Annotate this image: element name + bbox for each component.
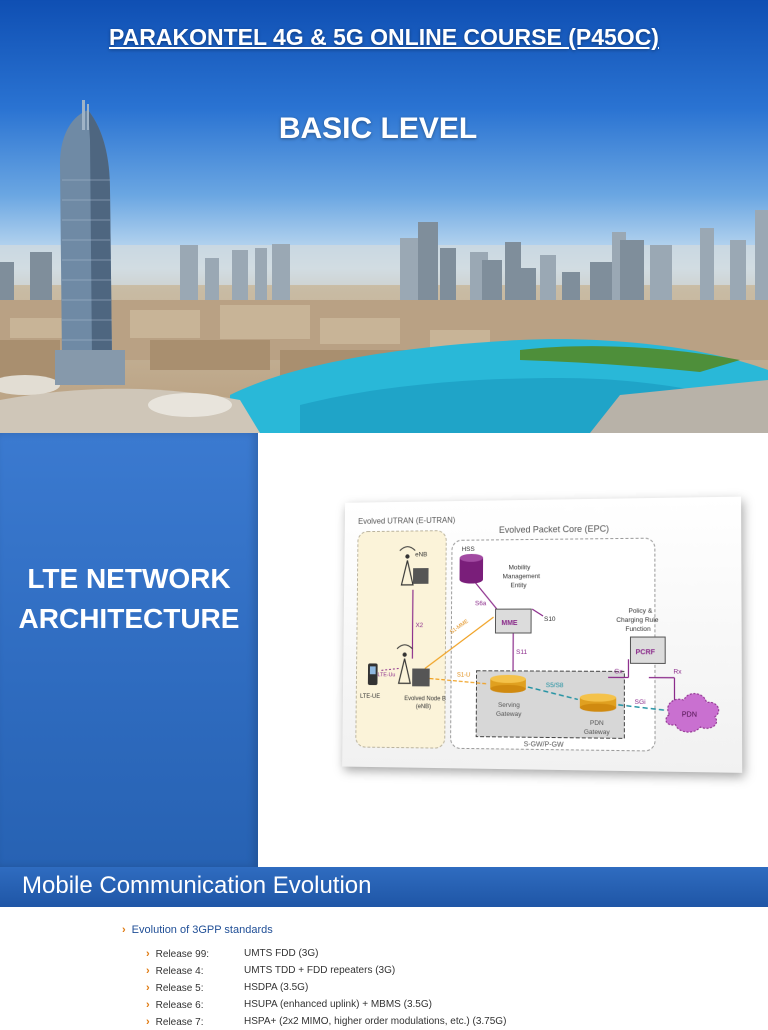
gw-group-label: S-GW/P-GW bbox=[524, 741, 565, 749]
lte-architecture-title: LTE NETWORK ARCHITECTURE bbox=[0, 559, 258, 639]
ue-screen bbox=[370, 666, 376, 674]
release-desc: UMTS TDD + FDD repeaters (3G) bbox=[244, 965, 395, 976]
course-title: PARAKONTEL 4G & 5G ONLINE COURSE (P45OC) bbox=[0, 24, 768, 51]
evolution-header-bar: Mobile Communication Evolution bbox=[0, 867, 768, 907]
s11-label: S11 bbox=[516, 649, 527, 656]
release-name: Release 7: bbox=[156, 1017, 204, 1028]
release-desc: HSUPA (enhanced uplink) + MBMS (3.5G) bbox=[244, 999, 432, 1010]
lte-uu-label: LTE-Uu bbox=[378, 672, 396, 678]
gx-label: Gx bbox=[614, 668, 623, 675]
sgw-label-1: Serving bbox=[498, 702, 520, 709]
pcrf-desc-2: Charging Rule bbox=[616, 617, 659, 624]
evolution-title: Mobile Communication Evolution bbox=[22, 872, 372, 900]
chevron-right-icon: › bbox=[146, 1016, 150, 1028]
sgw-label-2: Gateway bbox=[496, 711, 522, 718]
release-desc: HSPA+ (2x2 MIMO, higher order modulation… bbox=[244, 1016, 506, 1027]
level-title: BASIC LEVEL bbox=[0, 112, 756, 146]
chevron-right-icon: › bbox=[122, 924, 126, 936]
pcrf-desc-1: Policy & bbox=[628, 608, 653, 615]
city-skyline-image bbox=[0, 0, 768, 433]
release-name: Release 6: bbox=[156, 1000, 204, 1011]
serving-gateway-icon bbox=[490, 675, 526, 693]
rx-label: Rx bbox=[673, 668, 682, 675]
s6a-label: S6a bbox=[475, 600, 487, 607]
sgi-label: SGi bbox=[635, 699, 646, 706]
epc-label: Evolved Packet Core (EPC) bbox=[499, 523, 609, 534]
pgw-label-1: PDN bbox=[590, 720, 604, 727]
eutran-region bbox=[356, 531, 447, 749]
list-item: › Release 6: HSUPA (enhanced uplink) + MB… bbox=[146, 999, 746, 1013]
s1-u-label: S1-U bbox=[457, 673, 470, 679]
hero-banner: PARAKONTEL 4G & 5G ONLINE COURSE (P45OC)… bbox=[0, 0, 768, 433]
lte-diagram-area: Evolved UTRAN (E-UTRAN) Evolved Packet C… bbox=[258, 433, 768, 867]
eutran-label: Evolved UTRAN (E-UTRAN) bbox=[358, 516, 456, 526]
pdn-label: PDN bbox=[682, 711, 697, 718]
evolution-heading-text: Evolution of 3GPP standards bbox=[132, 924, 273, 936]
enb-desc-2: (eNB) bbox=[416, 704, 431, 710]
lte-title-line1: LTE NETWORK bbox=[0, 559, 258, 599]
evolution-heading: › Evolution of 3GPP standards bbox=[122, 924, 273, 936]
release-name: Release 4: bbox=[156, 966, 204, 977]
chevron-right-icon: › bbox=[146, 999, 150, 1011]
mme-desc-3: Entity bbox=[510, 582, 527, 589]
list-item: › Release 5: HSDPA (3.5G) bbox=[146, 982, 746, 996]
chevron-right-icon: › bbox=[146, 948, 150, 960]
list-item: › Release 4: UMTS TDD + FDD repeaters (3G… bbox=[146, 965, 746, 979]
enb-top-label: eNB bbox=[415, 551, 427, 558]
release-desc: UMTS FDD (3G) bbox=[244, 948, 318, 959]
s5s8-label: S5/S8 bbox=[546, 682, 564, 689]
diagram-canvas: Evolved UTRAN (E-UTRAN) Evolved Packet C… bbox=[342, 497, 742, 773]
lte-architecture-diagram: Evolved UTRAN (E-UTRAN) Evolved Packet C… bbox=[342, 497, 742, 773]
pcrf-desc-3: Function bbox=[625, 626, 651, 633]
pgw-label-2: Gateway bbox=[584, 729, 611, 737]
mme-label: MME bbox=[501, 620, 518, 627]
list-item: › Release 99: UMTS FDD (3G) bbox=[146, 948, 746, 962]
lte-title-panel: LTE NETWORK ARCHITECTURE bbox=[0, 433, 258, 867]
evolution-content: › Evolution of 3GPP standards › Release 99… bbox=[0, 907, 768, 1024]
hss-label: HSS bbox=[462, 546, 475, 553]
chevron-right-icon: › bbox=[146, 982, 150, 994]
mme-desc-2: Management bbox=[503, 573, 541, 580]
s10-label: S10 bbox=[544, 616, 556, 623]
lte-title-line2: ARCHITECTURE bbox=[0, 599, 258, 639]
release-desc: HSDPA (3.5G) bbox=[244, 982, 308, 993]
ue-label: LTE-UE bbox=[360, 694, 380, 700]
x2-label: X2 bbox=[416, 622, 424, 629]
pdn-gateway-icon bbox=[580, 693, 616, 712]
release-name: Release 99: bbox=[156, 949, 209, 960]
mme-desc-1: Mobility bbox=[509, 564, 532, 571]
enb-desc-1: Evolved Node B bbox=[404, 696, 446, 702]
hss-database-icon bbox=[460, 554, 484, 584]
pcrf-label: PCRF bbox=[636, 649, 655, 656]
list-item: › Release 7: HSPA+ (2x2 MIMO, higher orde… bbox=[146, 1016, 746, 1030]
chevron-right-icon: › bbox=[146, 965, 150, 977]
release-name: Release 5: bbox=[156, 983, 204, 994]
